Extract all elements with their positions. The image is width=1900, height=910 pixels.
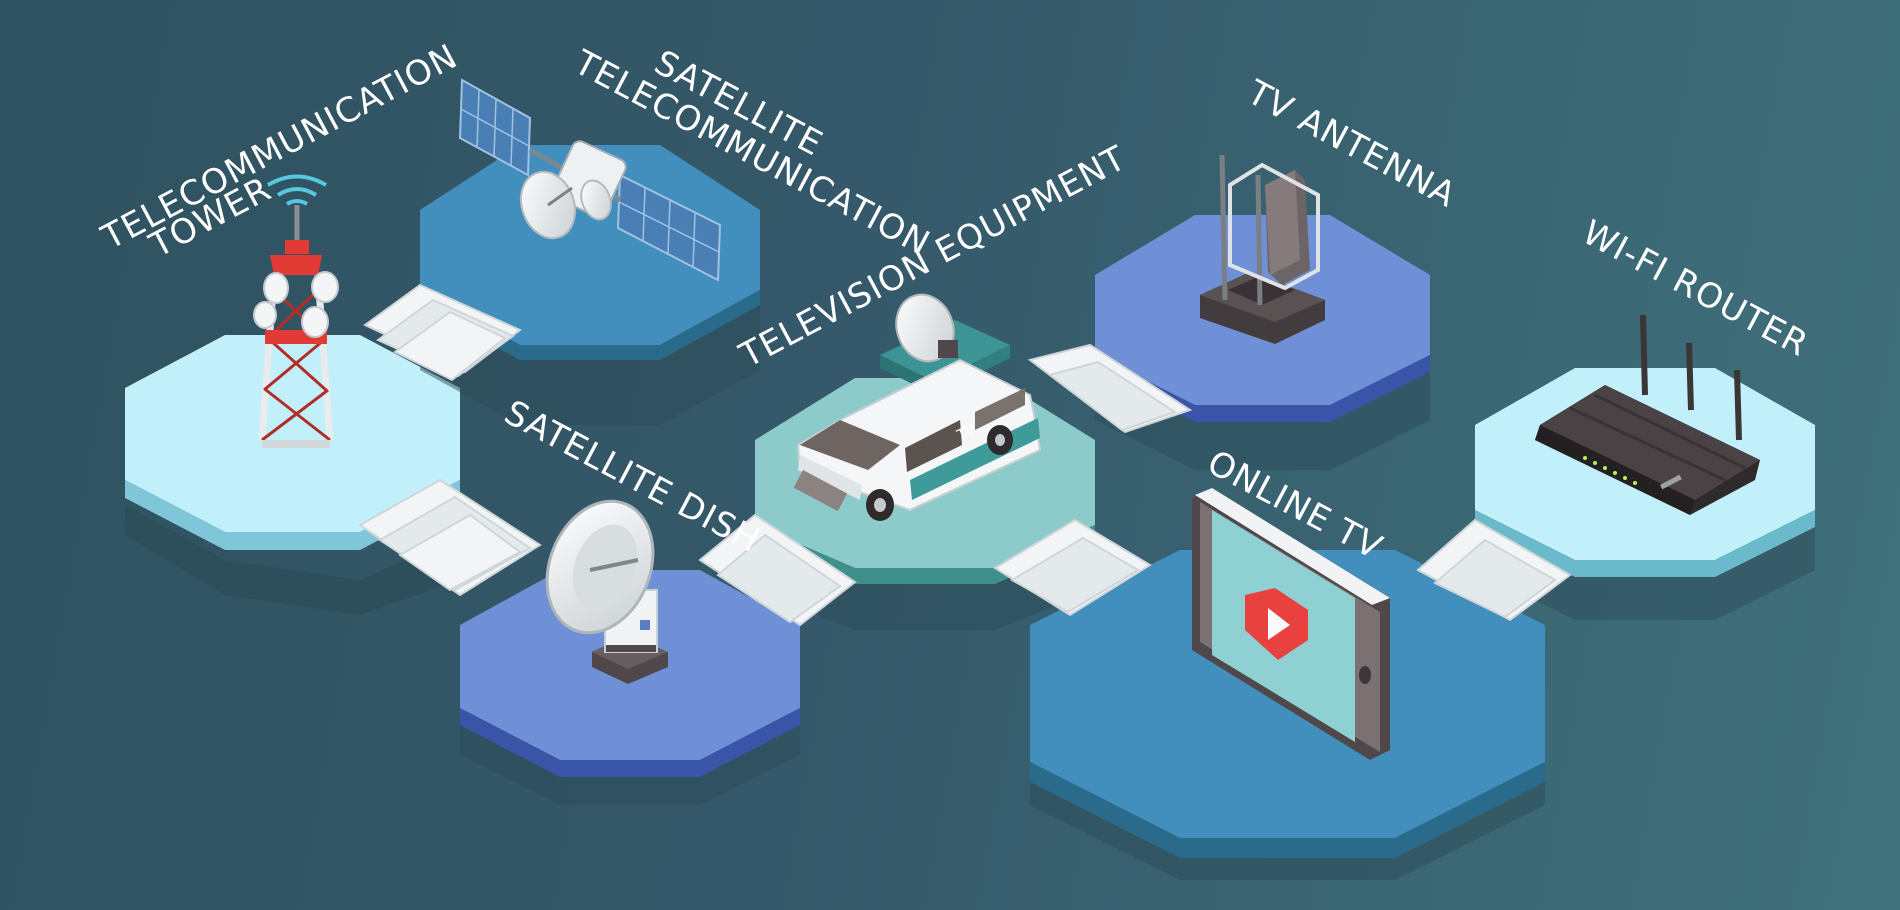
tv-van-icon: TV — [793, 293, 1042, 521]
stairs-online-to-router — [1416, 518, 1572, 622]
van-badge: TV — [954, 421, 978, 444]
telecom-tower-icon — [253, 174, 339, 448]
stairs-van-to-antenna — [1027, 343, 1193, 434]
label-wifi-router: WI-FI ROUTER — [1576, 213, 1815, 365]
stairs-dish-to-van — [698, 513, 857, 627]
stairs-tower-to-satellite — [363, 283, 522, 382]
platform-telecom-tower — [125, 335, 460, 615]
stairs-van-to-online — [993, 518, 1152, 617]
wifi-router-icon — [1535, 314, 1760, 515]
stairs-tower-to-dish — [358, 478, 542, 597]
tv-antenna-icon — [1200, 154, 1325, 344]
tablet-play-icon — [1192, 488, 1390, 760]
label-telecom-tower-1: TELECOMMUNICATION — [95, 36, 465, 258]
platform-tv-antenna — [1095, 215, 1430, 470]
satellite-dish-icon — [545, 499, 668, 684]
satellite-icon — [458, 78, 722, 282]
